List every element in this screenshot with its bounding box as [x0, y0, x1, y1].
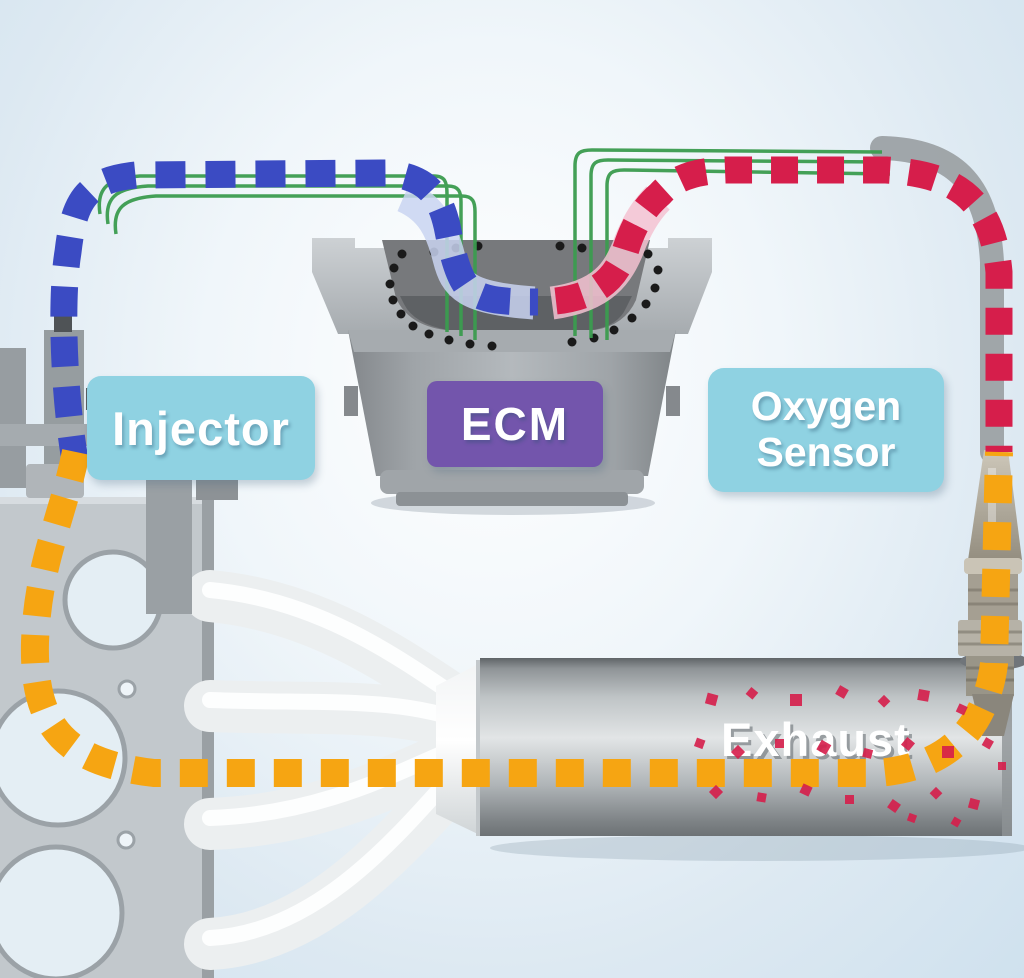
wiring-harness-left	[113, 194, 477, 340]
cylinder-bore	[0, 688, 128, 828]
exhaust-label: Exhaust	[721, 713, 911, 766]
collector-cone	[436, 662, 482, 836]
bolt-hole	[116, 830, 136, 850]
injector-label: Injector	[112, 401, 290, 455]
exhaust-manifold	[184, 570, 500, 970]
ecm-label-chip: ECM	[427, 381, 603, 467]
oxygen-sensor-label: Oxygen Sensor	[750, 383, 902, 475]
cylinder-bore	[0, 844, 125, 978]
ecm-base	[380, 470, 644, 494]
injector-signal-path	[50, 159, 539, 469]
exhaust-pipe: Exhaust Exhaust	[480, 652, 1024, 861]
injector-label-post	[146, 478, 192, 614]
ecm-module	[312, 238, 712, 515]
wiring-harness-right	[573, 148, 883, 336]
bolt-hole	[117, 679, 137, 699]
ecm-label: ECM	[460, 398, 570, 450]
oxygen-sensor-label-chip: Oxygen Sensor	[708, 368, 944, 492]
wiring-harness-right	[605, 168, 891, 340]
sensor-signal-path	[549, 156, 1013, 452]
exhaust-flow-path	[20, 449, 1013, 787]
exhaust-particles	[693, 685, 1006, 828]
ecm-connector-pins	[385, 241, 663, 351]
wiring-harness	[97, 148, 891, 340]
wiring-harness-right	[589, 158, 887, 338]
injector-label-chip: Injector	[87, 376, 315, 480]
